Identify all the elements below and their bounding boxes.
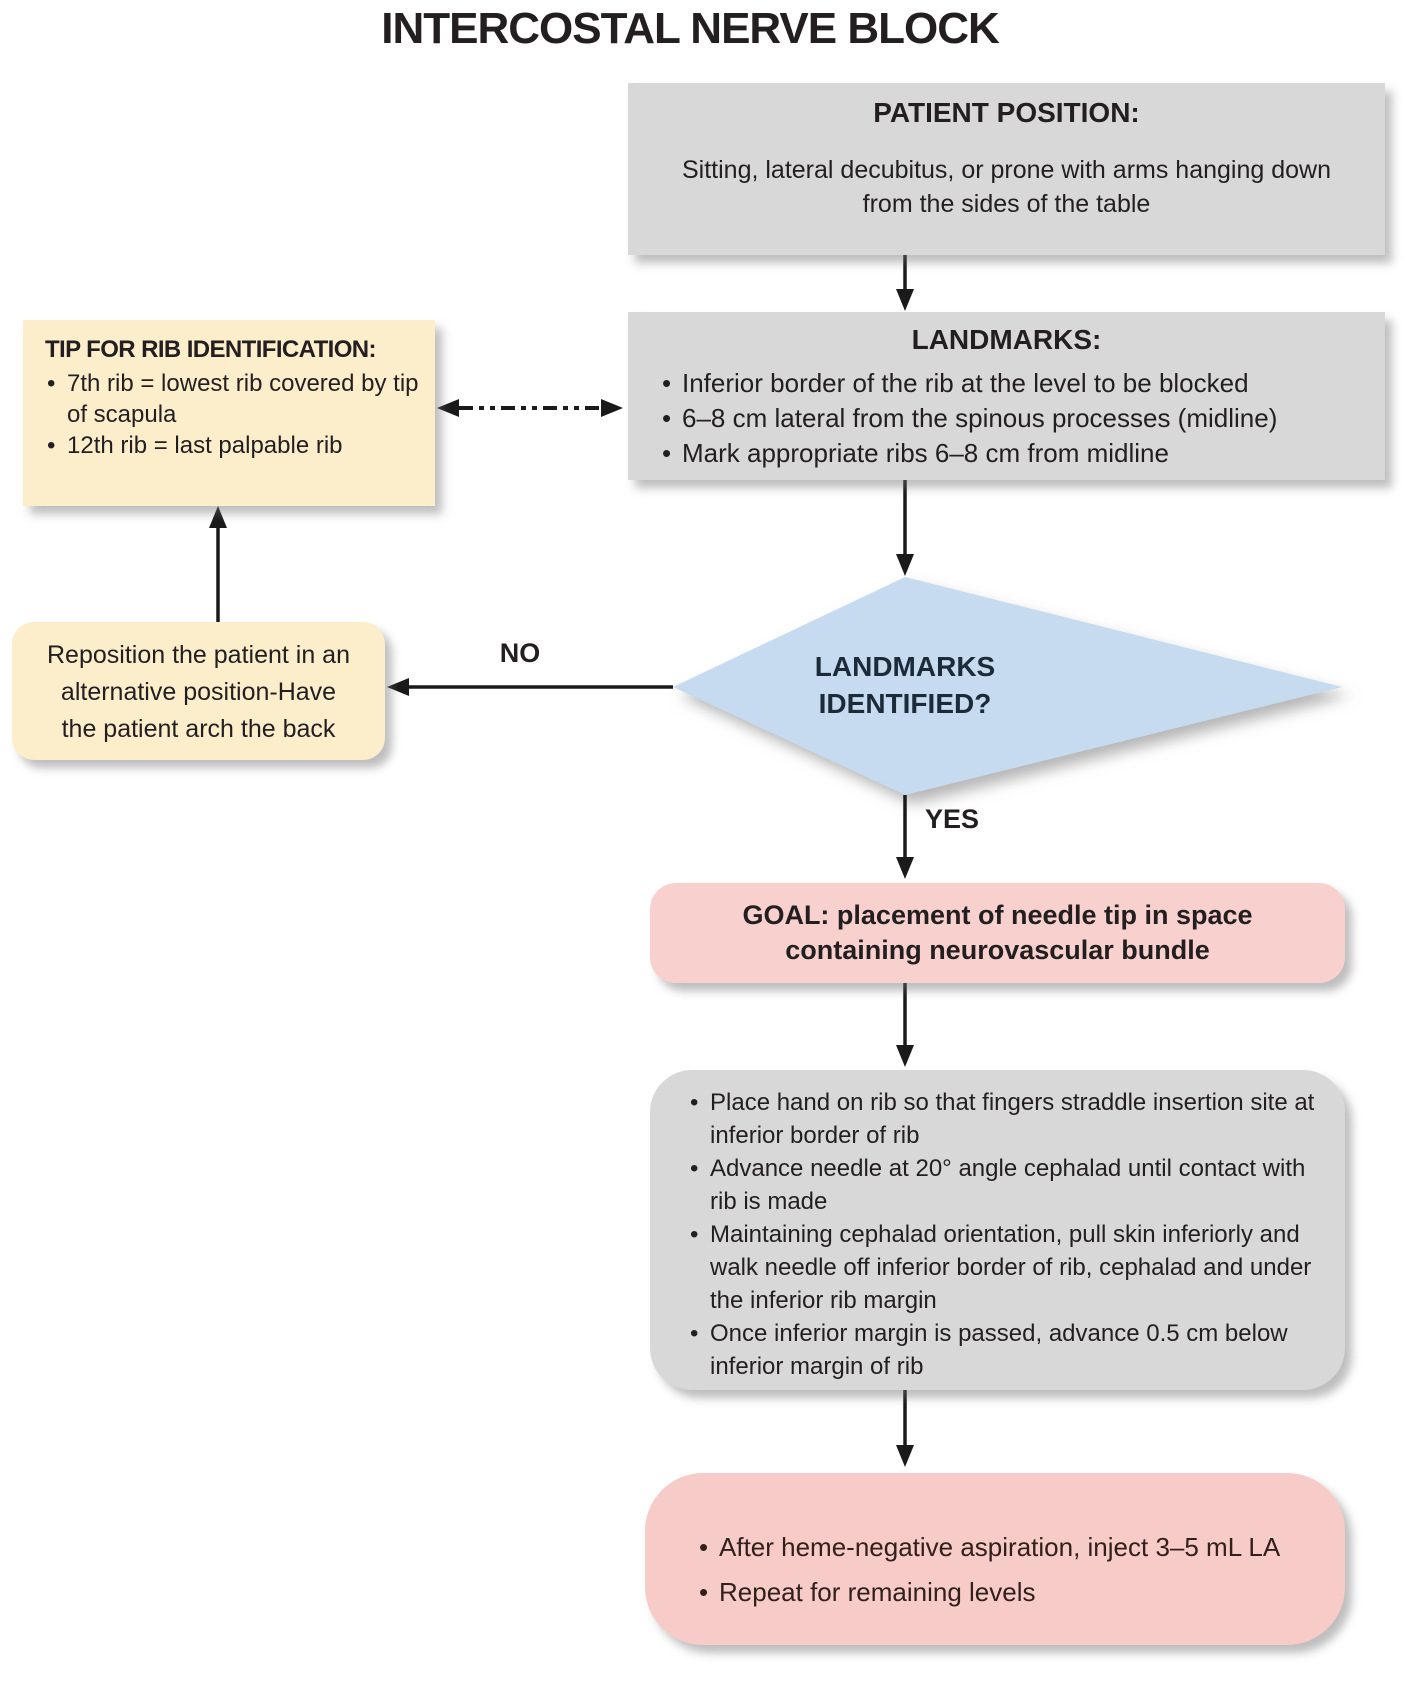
patient-position-heading: PATIENT POSITION: — [873, 97, 1140, 128]
patient-position-line: Sitting, lateral decubitus, or prone wit… — [682, 156, 1331, 184]
patient-position-line: from the sides of the table — [862, 190, 1151, 218]
landmarks-box: LANDMARKS: Inferior border of the rib at… — [628, 312, 1385, 480]
bullet-item: Once inferior margin is passed, advance … — [688, 1317, 1327, 1383]
arrowhead-reposition-to-tip — [209, 506, 227, 528]
reposition-line: the patient arch the back — [61, 715, 336, 743]
landmarks-heading: LANDMARKS: — [911, 324, 1102, 355]
yes-edge-label: YES — [925, 804, 980, 834]
landmarks-bullet-list: Inferior border of the rib at the level … — [628, 366, 1385, 471]
arrowhead-landmarks-to-decision — [896, 554, 914, 576]
bullet-item: Place hand on rib so that fingers stradd… — [688, 1086, 1327, 1152]
goal-line: containing neurovascular bundle — [785, 935, 1210, 965]
decision-line: LANDMARKS — [814, 651, 996, 682]
no-edge-label: NO — [499, 638, 541, 668]
decision-diamond-label: LANDMARKS IDENTIFIED? — [765, 648, 1045, 722]
reposition-line: alternative position-Have — [60, 678, 337, 706]
arrowhead-dashed-right — [601, 399, 623, 417]
patient-position-body: Sitting, lateral decubitus, or prone wit… — [628, 153, 1385, 221]
bullet-item: 6–8 cm lateral from the spinous processe… — [660, 401, 1385, 436]
decision-diamond — [673, 577, 1342, 795]
arrowhead-goal-to-technique — [896, 1045, 914, 1067]
decision-line: IDENTIFIED? — [818, 688, 992, 719]
bullet-item: Advance needle at 20° angle cephalad unt… — [688, 1152, 1327, 1218]
arrowhead-yes-to-goal — [896, 857, 914, 879]
reposition-box: Reposition the patient in an alternative… — [12, 622, 385, 760]
arrowhead-patient-to-landmarks — [896, 289, 914, 311]
bullet-item: 7th rib = lowest rib covered by tip of s… — [45, 368, 425, 430]
bullet-item: Maintaining cephalad orientation, pull s… — [688, 1218, 1327, 1317]
technique-box: Place hand on rib so that fingers stradd… — [650, 1070, 1345, 1390]
bullet-item: Repeat for remaining levels — [697, 1570, 1325, 1615]
reposition-line: Reposition the patient in an — [47, 641, 350, 669]
tip-for-rib-identification-box: TIP FOR RIB IDENTIFICATION: 7th rib = lo… — [23, 320, 435, 506]
tip-heading: TIP FOR RIB IDENTIFICATION: — [45, 336, 377, 363]
arrowhead-dashed-left — [437, 399, 459, 417]
injection-bullet-list: After heme-negative aspiration, inject 3… — [697, 1525, 1325, 1615]
bullet-item: Mark appropriate ribs 6–8 cm from midlin… — [660, 436, 1385, 471]
page-title: INTERCOSTAL NERVE BLOCK — [381, 4, 1000, 53]
arrowhead-no-to-reposition — [387, 678, 409, 696]
bullet-item: 12th rib = last palpable rib — [45, 430, 425, 461]
tip-bullet-list: 7th rib = lowest rib covered by tip of s… — [45, 368, 425, 461]
bullet-item: Inferior border of the rib at the level … — [660, 366, 1385, 401]
goal-line: GOAL: placement of needle tip in space — [742, 900, 1253, 930]
technique-bullet-list: Place hand on rib so that fingers stradd… — [688, 1086, 1327, 1383]
arrowhead-technique-to-injection — [896, 1445, 914, 1467]
bullet-item: After heme-negative aspiration, inject 3… — [697, 1525, 1325, 1570]
patient-position-box: PATIENT POSITION: Sitting, lateral decub… — [628, 83, 1385, 255]
goal-box: GOAL: placement of needle tip in space c… — [650, 883, 1345, 983]
injection-box: After heme-negative aspiration, inject 3… — [645, 1473, 1345, 1645]
